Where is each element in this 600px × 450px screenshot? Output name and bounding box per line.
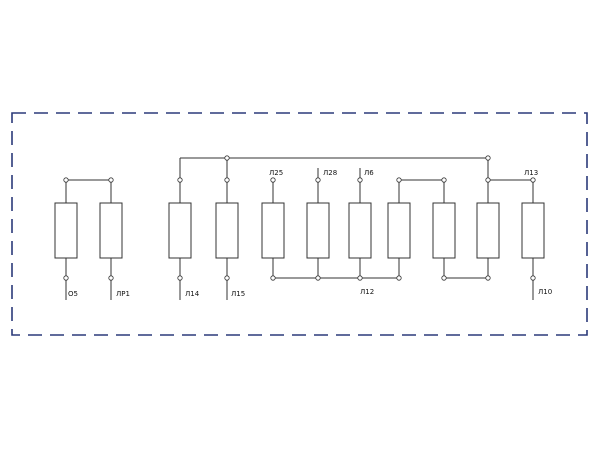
resistor bbox=[432, 202, 456, 259]
label-l25: Л25 bbox=[269, 169, 283, 177]
junction-node bbox=[485, 155, 491, 161]
resistor bbox=[99, 202, 123, 259]
junction-node bbox=[224, 275, 230, 281]
resistor bbox=[261, 202, 285, 259]
junction-node bbox=[441, 275, 447, 281]
junction-node bbox=[177, 275, 183, 281]
junction-node bbox=[108, 275, 114, 281]
resistor bbox=[521, 202, 545, 259]
junction-node bbox=[177, 177, 183, 183]
junction-node bbox=[396, 177, 402, 183]
junction-node bbox=[315, 177, 321, 183]
resistor bbox=[306, 202, 330, 259]
label-o5: О5 bbox=[68, 290, 78, 298]
junction-node bbox=[63, 275, 69, 281]
nodes bbox=[63, 155, 536, 281]
junction-node bbox=[224, 177, 230, 183]
label-l6: Л6 bbox=[364, 169, 374, 177]
resistor bbox=[54, 202, 78, 259]
label-l10: Л10 bbox=[538, 288, 552, 296]
label-l15: Л15 bbox=[231, 290, 245, 298]
junction-node bbox=[315, 275, 321, 281]
label-lr1: ЛР1 bbox=[116, 290, 130, 298]
label-l13: Л13 bbox=[524, 169, 538, 177]
junction-node bbox=[530, 275, 536, 281]
junction-node bbox=[530, 177, 536, 183]
junction-node bbox=[485, 177, 491, 183]
label-l12: Л12 bbox=[360, 288, 374, 296]
label-l14: Л14 bbox=[185, 290, 200, 298]
junction-node bbox=[357, 177, 363, 183]
junction-node bbox=[441, 177, 447, 183]
junction-node bbox=[224, 155, 230, 161]
junction-node bbox=[396, 275, 402, 281]
junction-node bbox=[108, 177, 114, 183]
resistor bbox=[476, 202, 500, 259]
resistor bbox=[168, 202, 192, 259]
enclosure-frame bbox=[11, 112, 588, 336]
junction-node bbox=[270, 177, 276, 183]
junction-node bbox=[63, 177, 69, 183]
terminal-labels: О5 ЛР1 Л14 Л15 Л25 Л28 Л6 Л13 Л12 Л10 bbox=[68, 169, 552, 298]
resistor bbox=[387, 202, 411, 259]
junction-node bbox=[357, 275, 363, 281]
resistor bbox=[348, 202, 372, 259]
resistor bbox=[215, 202, 239, 259]
resistors bbox=[54, 202, 545, 259]
junction-node bbox=[485, 275, 491, 281]
label-l28: Л28 bbox=[323, 169, 337, 177]
junction-node bbox=[270, 275, 276, 281]
wires bbox=[65, 157, 534, 300]
